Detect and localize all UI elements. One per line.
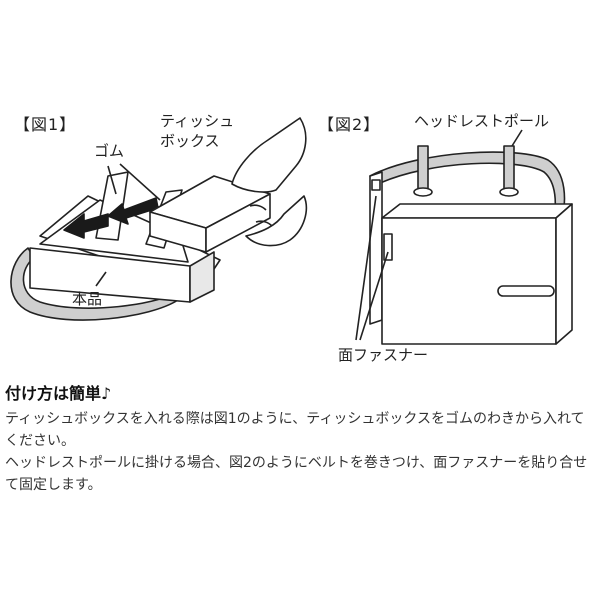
figure2-illustration xyxy=(355,129,573,345)
illustrations xyxy=(10,117,573,345)
insert-arrow-1 xyxy=(63,213,109,239)
hand-upper xyxy=(231,117,307,193)
velcro-leader-2 xyxy=(359,251,389,341)
rubber-label: ゴム xyxy=(94,142,125,160)
illustration-area: 【図1】 ティッシュ ボックス ゴム 本品 【図2】 ヘッドレストポール 面ファ… xyxy=(10,112,573,364)
instructions-paragraph-2: ヘッドレストポールに掛ける場合、図2のようにベルトを巻きつけ、面ファスナーを貼り… xyxy=(5,455,588,493)
product-box-top xyxy=(381,203,573,219)
tissue-slot xyxy=(497,285,555,297)
insert-arrow-2 xyxy=(107,197,159,225)
tissue-box-end xyxy=(205,193,271,253)
product-box-side xyxy=(555,203,573,345)
velcro-on-box xyxy=(383,233,393,261)
product-label: 本品 xyxy=(72,290,103,308)
instructions-section: 付け方は簡単♪ ティッシュボックスを入れる際は図1のように、ティッシュボックスを… xyxy=(5,380,595,496)
tissue-box-label-line2: ボックス xyxy=(160,132,220,150)
headrest-pole-left xyxy=(417,145,429,193)
rubber-leader-2 xyxy=(119,163,161,201)
product-box-front xyxy=(381,217,557,345)
velcro-patch xyxy=(371,179,381,191)
velcro-leader-1 xyxy=(355,195,377,341)
hook-and-loop-label: 面ファスナー xyxy=(338,346,429,364)
headrest-pole-right xyxy=(503,145,515,193)
pole-base-left xyxy=(413,187,433,197)
headrest-pole-label: ヘッドレストポール xyxy=(414,112,550,130)
figure1-illustration xyxy=(10,117,308,321)
finger-lines xyxy=(249,204,273,227)
hand-lower xyxy=(245,195,308,247)
pole-leader xyxy=(511,129,523,147)
figure2-caption: 【図2】 xyxy=(318,115,381,134)
instructions-paragraph-1: ティッシュボックスを入れる際は図1のように、ティッシュボックスをゴムのわきから入… xyxy=(5,411,585,449)
tissue-box-label-line1: ティッシュ xyxy=(160,112,235,130)
product-leader xyxy=(95,271,107,287)
instructions-heading: 付け方は簡単♪ xyxy=(5,384,112,403)
rubber-leader-1 xyxy=(107,165,117,195)
pole-base-right xyxy=(499,187,519,197)
figure1-caption: 【図1】 xyxy=(14,115,77,134)
product-side xyxy=(189,251,215,303)
